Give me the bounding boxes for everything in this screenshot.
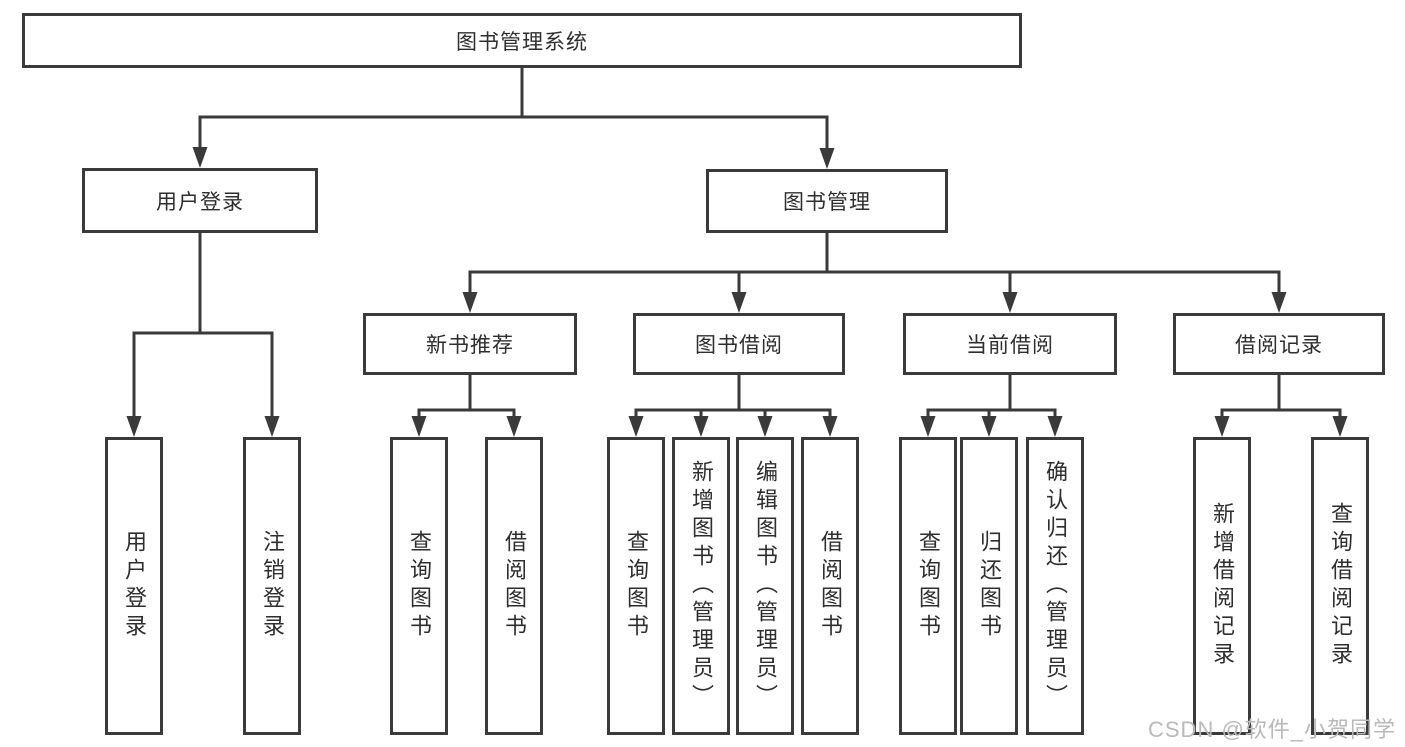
- leaf-label: 新增图书（管理员）: [689, 460, 714, 712]
- node-borrowing-records: 借阅记录: [1173, 313, 1385, 375]
- node-leaf-edit-book-admin: 编辑图书（管理员）: [736, 437, 794, 735]
- node-leaf-confirm-return-admin: 确认归还（管理员）: [1026, 437, 1084, 735]
- connector-borrowing-records-to-leaves: [1214, 375, 1348, 437]
- node-root-label: 图书管理系统: [456, 30, 588, 54]
- node-book-management: 图书管理: [706, 169, 948, 233]
- arrowhead-icon: [126, 416, 142, 437]
- node-leaf-query-books-1: 查询图书: [390, 437, 448, 735]
- node-book-borrowing-label: 图书借阅: [695, 334, 783, 357]
- arrowhead-icon: [819, 148, 835, 169]
- arrowhead-icon: [462, 292, 478, 313]
- connector-user-login-to-leaves: [126, 233, 280, 437]
- leaf-label: 查询图书: [624, 530, 649, 642]
- leaf-label: 查询借阅记录: [1328, 502, 1353, 670]
- connector-new-book-recommend-to-leaves: [411, 375, 522, 437]
- node-root: 图书管理系统: [22, 13, 1022, 68]
- node-user-login: 用户登录: [82, 168, 318, 233]
- arrowhead-icon: [1002, 292, 1018, 313]
- watermark: CSDN @软件_小贺同学: [1148, 717, 1397, 742]
- node-new-book-recommend-label: 新书推荐: [426, 334, 514, 357]
- node-leaf-borrow-books-1: 借阅图书: [485, 437, 543, 735]
- arrowhead-icon: [192, 147, 208, 168]
- arrowhead-icon: [506, 416, 522, 437]
- node-book-management-label: 图书管理: [783, 191, 871, 214]
- node-leaf-add-borrow-record: 新增借阅记录: [1193, 437, 1251, 735]
- arrowhead-icon: [920, 416, 936, 437]
- node-leaf-logout: 注销登录: [243, 437, 301, 735]
- node-new-book-recommend: 新书推荐: [363, 313, 577, 375]
- node-user-login-label: 用户登录: [156, 190, 244, 214]
- node-leaf-add-book-admin: 新增图书（管理员）: [672, 437, 730, 735]
- leaf-label: 确认归还（管理员）: [1043, 460, 1068, 712]
- arrowhead-icon: [693, 416, 709, 437]
- leaf-label: 编辑图书（管理员）: [753, 460, 778, 712]
- node-leaf-user-login: 用户登录: [105, 437, 163, 735]
- arrowhead-icon: [822, 416, 838, 437]
- arrowhead-icon: [731, 292, 747, 313]
- leaf-label: 归还图书: [977, 530, 1002, 642]
- arrowhead-icon: [264, 416, 280, 437]
- leaf-label: 新增借阅记录: [1210, 502, 1235, 670]
- connector-book-borrowing-to-leaves: [628, 375, 838, 437]
- arrowhead-icon: [757, 416, 773, 437]
- arrowhead-icon: [1047, 416, 1063, 437]
- leaf-label: 查询图书: [916, 530, 941, 642]
- node-borrowing-records-label: 借阅记录: [1235, 334, 1323, 357]
- arrowhead-icon: [1332, 416, 1348, 437]
- node-current-borrowing: 当前借阅: [903, 313, 1117, 375]
- connector-root-to-level2: [192, 68, 835, 169]
- node-leaf-query-borrow-record: 查询借阅记录: [1311, 437, 1369, 735]
- arrowhead-icon: [1214, 416, 1230, 437]
- leaf-label: 查询图书: [407, 530, 432, 642]
- node-current-borrowing-label: 当前借阅: [966, 334, 1054, 357]
- connector-current-borrowing-to-leaves: [920, 375, 1063, 437]
- node-leaf-query-books-2: 查询图书: [607, 437, 665, 735]
- arrowhead-icon: [411, 416, 427, 437]
- connector-book-management-to-level3: [462, 233, 1287, 313]
- arrowhead-icon: [1271, 292, 1287, 313]
- arrowhead-icon: [981, 416, 997, 437]
- leaf-label: 借阅图书: [502, 530, 527, 642]
- arrowhead-icon: [628, 416, 644, 437]
- leaf-label: 用户登录: [122, 530, 147, 642]
- node-leaf-query-books-3: 查询图书: [899, 437, 957, 735]
- leaf-label: 借阅图书: [818, 530, 843, 642]
- node-leaf-borrow-books-2: 借阅图书: [801, 437, 859, 735]
- node-leaf-return-books: 归还图书: [960, 437, 1018, 735]
- leaf-label: 注销登录: [260, 530, 285, 642]
- node-book-borrowing: 图书借阅: [633, 313, 845, 375]
